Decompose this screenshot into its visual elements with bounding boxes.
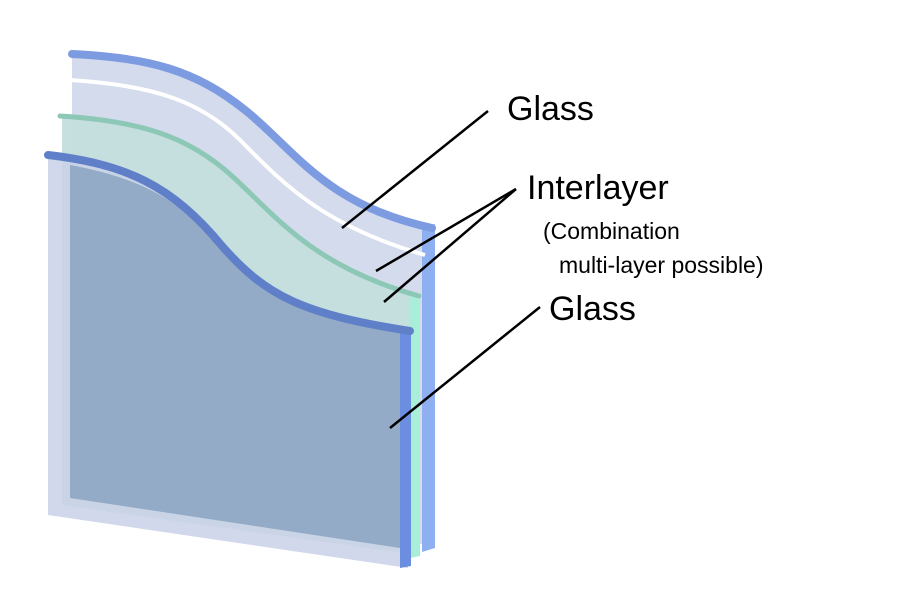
front-glass-pane <box>44 151 414 568</box>
leader-line-interlayer-2 <box>383 188 517 303</box>
leader-lines <box>341 110 541 429</box>
leader-line-glass-top <box>341 110 489 229</box>
label-interlayer-note-line2: multi-layer possible) <box>559 252 764 278</box>
front-glass-side-edge <box>400 329 411 568</box>
glass-highlight-line <box>69 78 426 257</box>
leader-line-interlayer-1 <box>375 187 517 273</box>
back-glass-top-edge <box>68 50 436 232</box>
label-glass-bottom: Glass <box>549 290 636 328</box>
label-interlayer: Interlayer <box>527 169 669 207</box>
front-glass-top-edge <box>44 151 414 335</box>
back-glass-side-edge <box>422 224 435 552</box>
interlayer-top-edge <box>57 113 422 299</box>
label-glass-top: Glass <box>507 90 594 128</box>
front-glass-face <box>70 165 400 548</box>
label-interlayer-note-line1: (Combination <box>543 218 680 244</box>
leader-line-glass-bottom <box>389 306 541 429</box>
interlayer-side-edge <box>410 294 420 558</box>
